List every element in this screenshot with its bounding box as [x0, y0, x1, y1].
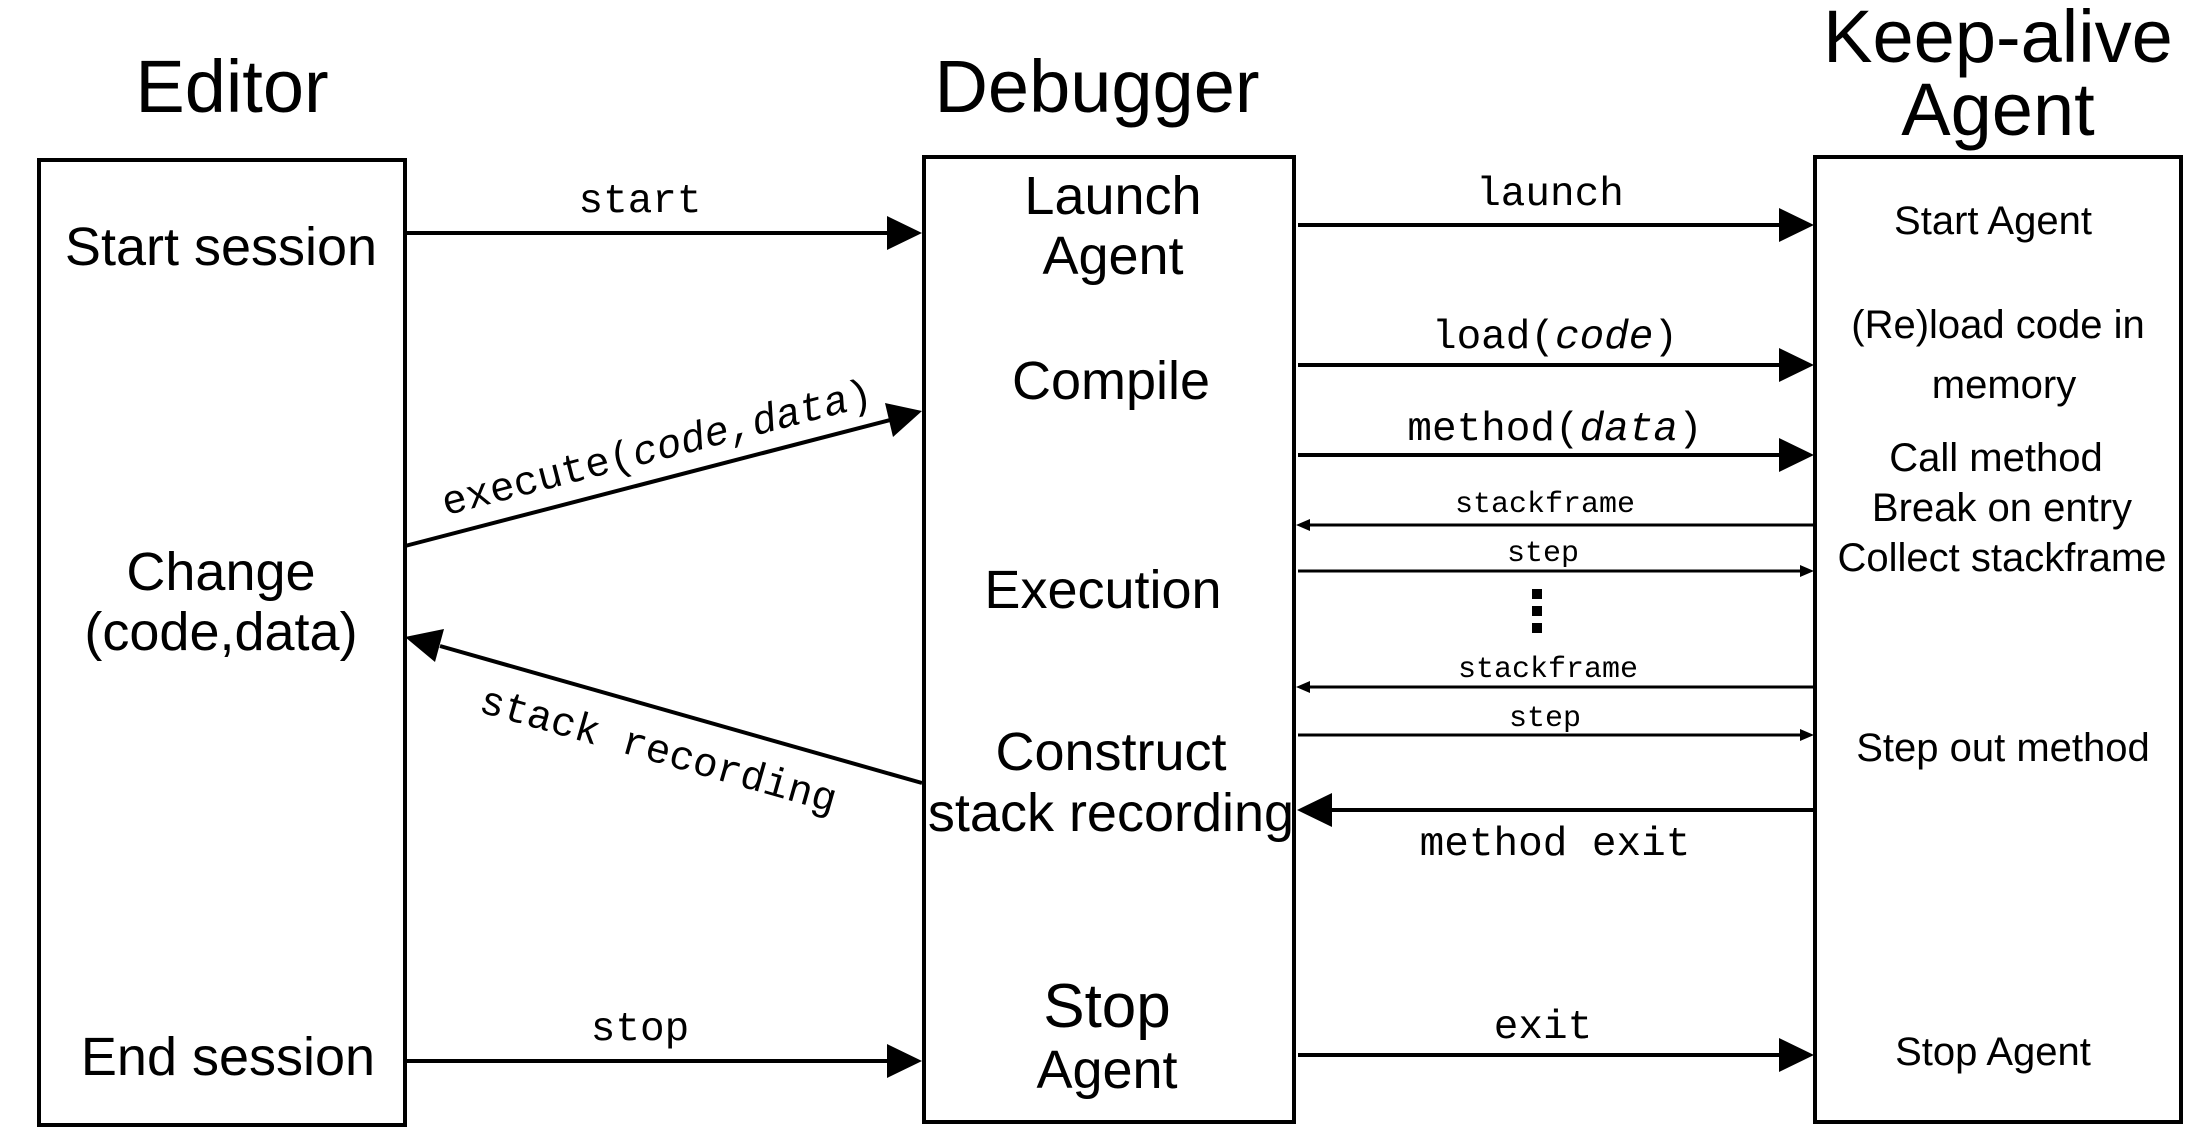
debugger-stop-line1: Stop — [1043, 972, 1171, 1041]
step-message-2: step — [1509, 702, 1581, 736]
ellipsis-icon — [1532, 589, 1542, 633]
debugger-construct-line2: stack recording — [928, 783, 1294, 843]
execute-arrow — [404, 418, 891, 548]
method-exit-message: method exit — [1420, 822, 1691, 868]
editor-lane — [37, 158, 407, 1127]
stack-recording-message: stack recording — [474, 680, 842, 825]
stackframe-message-1: stackframe — [1455, 488, 1635, 522]
launch-arrowhead — [1779, 208, 1814, 242]
execute-message: execute(code,data) — [437, 373, 877, 528]
execute-arrowhead — [885, 403, 922, 437]
start-message: start — [578, 179, 701, 225]
debugger-launch-line1: Launch — [1024, 166, 1201, 226]
editor-title: Editor — [135, 45, 328, 128]
launch-message: launch — [1476, 172, 1624, 218]
debugger-lane — [922, 155, 1296, 1124]
editor-change-line2: (code,data) — [84, 602, 357, 662]
stackframe-arrowhead-1 — [1296, 519, 1310, 531]
method-message: method(data) — [1407, 407, 1702, 453]
editor-change-line1: Change — [126, 542, 315, 602]
stack-recording-arrow — [439, 644, 923, 785]
load-arrowhead — [1779, 348, 1814, 382]
agent-title-line2: Agent — [1901, 68, 2095, 151]
method-exit-arrowhead — [1297, 793, 1332, 827]
step-arrowhead-1 — [1800, 565, 1814, 577]
agent-step-out: Step out method — [1856, 726, 2150, 770]
agent-collect-stackframe: Collect stackframe — [1838, 536, 2167, 580]
method-arrowhead — [1779, 438, 1814, 472]
debugger-construct-line1: Construct — [995, 722, 1226, 782]
stackframe-message-2: stackframe — [1458, 653, 1638, 687]
debugger-execution: Execution — [984, 560, 1221, 620]
agent-start-agent: Start Agent — [1894, 199, 2092, 243]
load-message: load(code) — [1432, 315, 1678, 361]
step-arrowhead-2 — [1800, 729, 1814, 741]
stackframe-arrowhead-2 — [1296, 681, 1310, 693]
stop-arrowhead — [887, 1044, 922, 1078]
debugger-launch-line2: Agent — [1042, 226, 1183, 286]
agent-reload-line2: memory — [1932, 363, 2076, 407]
exit-message: exit — [1494, 1005, 1592, 1051]
editor-start-session: Start session — [65, 217, 377, 277]
agent-reload-line1: (Re)load code in — [1851, 303, 2145, 347]
exit-arrowhead — [1779, 1038, 1814, 1072]
debugger-compile: Compile — [1012, 351, 1210, 411]
agent-stop-agent: Stop Agent — [1895, 1030, 2091, 1074]
step-message-1: step — [1507, 537, 1579, 571]
agent-break-on-entry: Break on entry — [1872, 486, 2132, 530]
debugger-stop-line2: Agent — [1036, 1040, 1177, 1100]
editor-end-session: End session — [81, 1027, 375, 1087]
agent-title-line1: Keep-alive — [1823, 0, 2173, 78]
agent-lane — [1813, 155, 2183, 1124]
debugger-title: Debugger — [934, 45, 1259, 128]
agent-call-method: Call method — [1889, 436, 2102, 480]
start-arrowhead — [887, 216, 922, 250]
stack-recording-arrowhead — [405, 629, 444, 662]
stop-message: stop — [591, 1007, 689, 1053]
